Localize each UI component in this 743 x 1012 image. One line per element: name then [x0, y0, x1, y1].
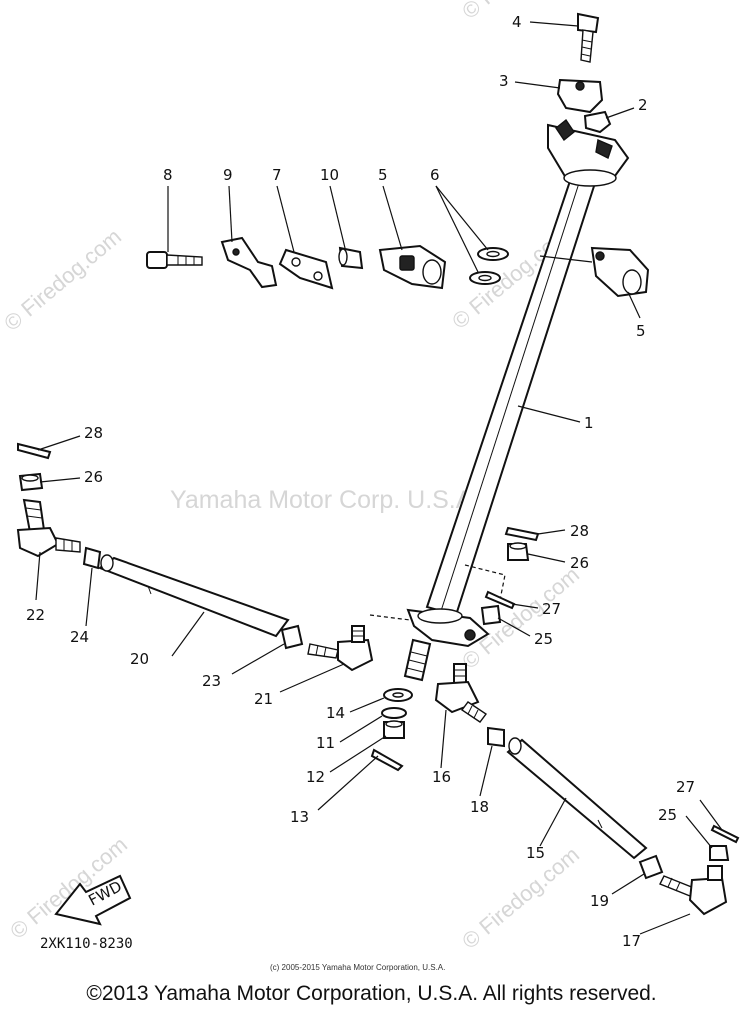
callout-5: 5 [378, 166, 388, 184]
callout-2: 2 [638, 96, 648, 114]
callout-7: 7 [272, 166, 282, 184]
part-7-plate [278, 248, 334, 290]
part-21-tie-rod-end [307, 625, 374, 672]
part-8-bolt [146, 251, 203, 269]
part-3-clamp [556, 78, 604, 114]
part-19-locknut [638, 854, 664, 880]
part-5-holder-right [590, 246, 650, 298]
part-20-tie-rod-left [97, 554, 290, 638]
part-28-cotter-pin-right [504, 526, 540, 542]
fwd-arrow-icon: FWD [54, 874, 132, 926]
firedog-watermark: © Firedog.com [457, 562, 584, 674]
callout-26: 26 [570, 554, 589, 572]
part-14-washer [383, 688, 413, 702]
part-5-holder-upper [378, 244, 447, 290]
small-copyright: (c) 2005-2015 Yamaha Motor Corporation, … [270, 963, 445, 972]
callout-23: 23 [202, 672, 221, 690]
part-25-nut-mid [480, 604, 502, 626]
callout-14: 14 [326, 704, 345, 722]
callout-12: 12 [306, 768, 325, 786]
part-6-washers [469, 247, 509, 285]
callout-25: 25 [658, 806, 677, 824]
part-22-tie-rod-end-left [16, 498, 81, 558]
callout-1: 1 [584, 414, 594, 432]
part-27-cotter-pin-right [710, 824, 740, 844]
part-26-nut-left [18, 472, 44, 492]
callout-19: 19 [590, 892, 609, 910]
part-16-tie-rod-end [434, 663, 488, 723]
firedog-watermark: © Firedog.com [0, 224, 126, 336]
callout-27: 27 [676, 778, 695, 796]
part-25-nut-right [709, 845, 730, 861]
callout-13: 13 [290, 808, 309, 826]
part-17-tie-rod-end [659, 865, 728, 916]
callout-5: 5 [636, 322, 646, 340]
footer-copyright: ©2013 Yamaha Motor Corporation, U.S.A. A… [86, 982, 657, 1005]
callout-6: 6 [430, 166, 440, 184]
callout-28: 28 [570, 522, 589, 540]
callout-15: 15 [526, 844, 545, 862]
callout-10: 10 [320, 166, 339, 184]
part-11-washer [381, 707, 407, 719]
part-15-tie-rod [506, 737, 648, 860]
part-24-locknut-left [82, 546, 102, 570]
callout-11: 11 [316, 734, 335, 752]
part-13-cotter-pin [370, 748, 404, 772]
part-2-bushing [583, 110, 612, 134]
part-26-nut-right [507, 542, 530, 561]
callout-labels: 4 3 2 8 9 7 10 5 6 5 1 28 26 22 24 20 23… [26, 13, 695, 950]
callout-24: 24 [70, 628, 89, 646]
callout-25: 25 [534, 630, 553, 648]
callout-17: 17 [622, 932, 641, 950]
part-10-collar [338, 246, 364, 270]
callout-18: 18 [470, 798, 489, 816]
callout-16: 16 [432, 768, 451, 786]
part-18-locknut [487, 726, 505, 748]
part-23-locknut [280, 624, 304, 650]
part-4-bolt [577, 12, 600, 63]
callout-22: 22 [26, 606, 45, 624]
firedog-watermark: © Firedog.com [457, 842, 584, 954]
center-watermark: Yamaha Motor Corp. U.S.A. [170, 486, 479, 514]
callout-28: 28 [84, 424, 103, 442]
part-9-lock-plate [220, 236, 278, 289]
part-28-cotter-pin-left [17, 442, 52, 460]
callout-21: 21 [254, 690, 273, 708]
part-12-nut [383, 720, 405, 739]
callout-3: 3 [499, 72, 509, 90]
leader-lines [35, 21, 723, 935]
callout-26: 26 [84, 468, 103, 486]
part-1-steering-shaft [369, 118, 630, 682]
callout-4: 4 [512, 13, 522, 31]
callout-27: 27 [542, 600, 561, 618]
callout-8: 8 [163, 166, 173, 184]
callout-9: 9 [223, 166, 233, 184]
part-27-cotter-pin-mid [484, 590, 516, 610]
diagram-code: 2XK110-8230 [40, 936, 133, 952]
callout-20: 20 [130, 650, 149, 668]
